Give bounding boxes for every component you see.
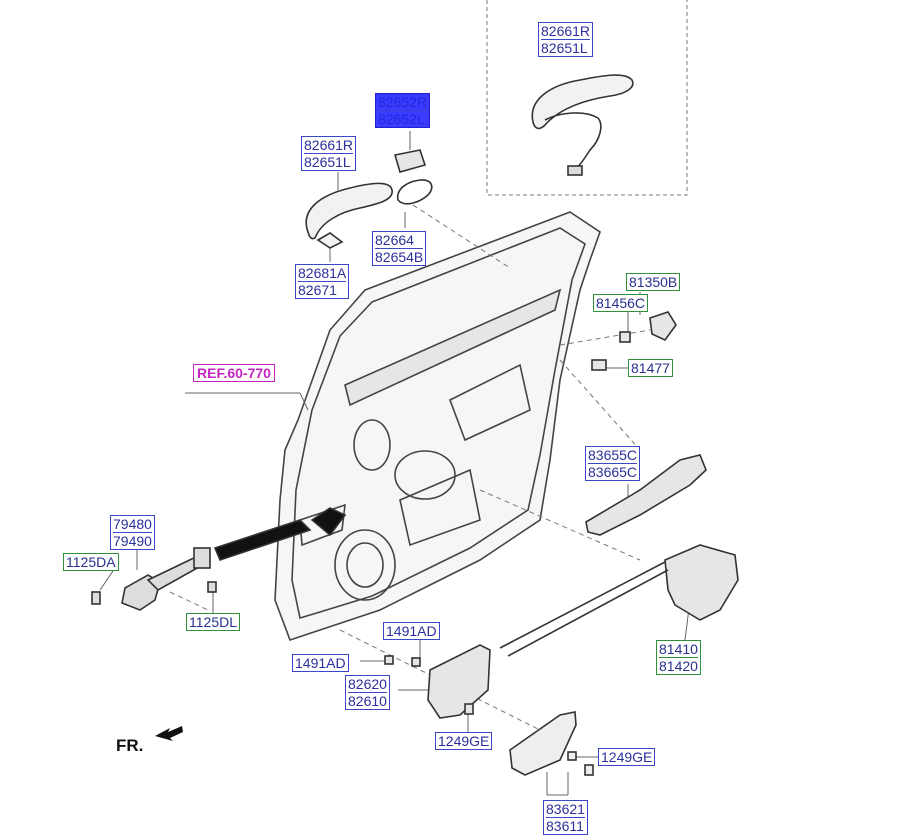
inset-frame <box>486 0 688 196</box>
label-striker-b[interactable]: 81350B <box>626 273 681 291</box>
part-number: 83621 <box>546 801 585 817</box>
label-door-lock[interactable]: 81410 81420 <box>656 640 701 675</box>
door-lock <box>499 544 739 657</box>
door-panel <box>274 211 601 642</box>
part-number: 82652L <box>378 110 428 127</box>
label-striker-c[interactable]: 81456C <box>593 294 649 312</box>
part-number: 81410 <box>659 641 698 657</box>
part-number: 79480 <box>113 516 152 532</box>
part-number: 82661R <box>304 137 354 153</box>
part-number: 82651L <box>541 39 591 56</box>
part-number: 82661R <box>541 23 591 39</box>
part-number: 79490 <box>113 532 152 549</box>
inner-handle <box>585 454 707 536</box>
part-number: 83665C <box>588 463 638 480</box>
striker <box>591 311 677 371</box>
part-number: 82620 <box>348 676 387 692</box>
label-cover[interactable]: 82681A 82671 <box>295 264 350 299</box>
label-screw-ge-right[interactable]: 1249GE <box>598 748 656 766</box>
handle-cap <box>393 149 433 205</box>
inner-handle-housing <box>384 644 491 719</box>
front-indicator-label: FR. <box>116 736 144 755</box>
part-number: 82610 <box>348 692 387 709</box>
part-number: 82671 <box>298 281 347 298</box>
label-outer-handle[interactable]: 82661R 82651L <box>301 136 357 171</box>
label-screw-left[interactable]: 1491AD <box>292 654 349 672</box>
label-screw-ge-left[interactable]: 1249GE <box>435 732 493 750</box>
label-bezel[interactable]: 83621 83611 <box>543 800 588 835</box>
part-number: 83655C <box>588 447 638 463</box>
label-ref[interactable]: REF.60-770 <box>193 364 275 382</box>
part-number: 82664 <box>375 232 414 248</box>
door-checker <box>91 507 347 611</box>
part-number: 82654B <box>375 248 424 265</box>
label-inner-handle[interactable]: 83655C 83665C <box>585 446 641 481</box>
outer-handle-inset <box>531 74 634 176</box>
label-gasket[interactable]: 82664 82654B <box>372 231 427 266</box>
part-number: 83611 <box>546 817 585 834</box>
label-screw-top[interactable]: 1491AD <box>383 622 440 640</box>
label-door-checker[interactable]: 79480 79490 <box>110 515 155 550</box>
part-number: 82652R <box>378 94 428 110</box>
part-number: 82681A <box>298 265 347 281</box>
part-number: 82651L <box>304 153 354 170</box>
label-bolt[interactable]: 81477 <box>628 359 673 377</box>
label-bolt-da[interactable]: 1125DA <box>63 553 119 571</box>
label-latch[interactable]: 82620 82610 <box>345 675 390 710</box>
front-arrow-icon <box>155 726 183 741</box>
bezel <box>509 711 594 776</box>
outer-handle <box>305 182 393 249</box>
part-number: 81420 <box>659 657 698 674</box>
label-handle-inset[interactable]: 82661R 82651L <box>538 22 594 57</box>
label-bolt-dl[interactable]: 1125DL <box>186 613 241 631</box>
label-selected-cap[interactable]: 82652R 82652L <box>375 93 431 128</box>
